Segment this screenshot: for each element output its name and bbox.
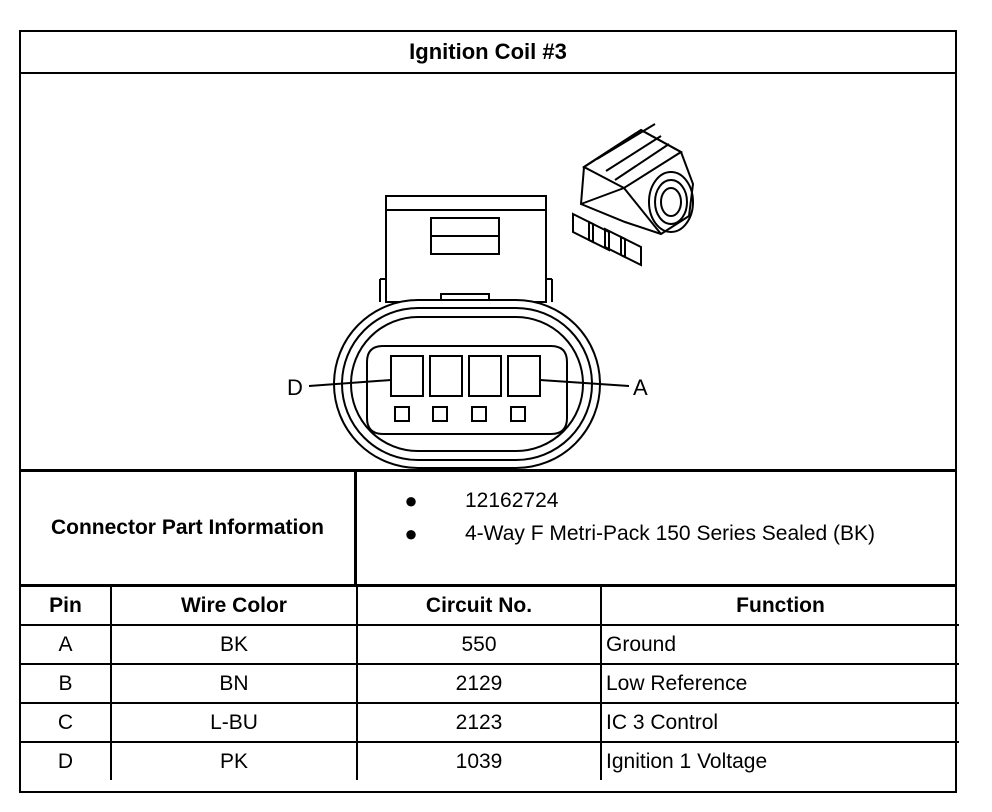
header-function: Function: [600, 587, 959, 626]
connector-description: 4-Way F Metri-Pack 150 Series Sealed (BK…: [465, 521, 876, 545]
wire-color-cell: BN: [110, 663, 358, 704]
connector-illustration: D A: [21, 74, 955, 469]
connector-document: Ignition Coil #3: [19, 30, 959, 793]
wire-color-cell: L-BU: [110, 702, 358, 743]
table-row: C L-BU 2123 IC 3 Control: [21, 702, 959, 743]
connector-drawing: D A: [287, 123, 695, 469]
table-row: D PK 1039 Ignition 1 Voltage: [21, 741, 959, 780]
pinout-table: Pin Wire Color Circuit No. Function A BK…: [21, 587, 959, 780]
bullet-icon: ●: [404, 520, 418, 546]
connector-part-info: Connector Part Information ● 12162724 ● …: [21, 469, 955, 587]
circuit-cell: 550: [356, 624, 602, 665]
header-wire-color: Wire Color: [110, 587, 358, 626]
pin-cell: B: [21, 663, 112, 704]
document-title: Ignition Coil #3: [21, 32, 955, 74]
table-row: A BK 550 Ground: [21, 624, 959, 665]
header-pin: Pin: [21, 587, 112, 626]
function-cell: Ground: [600, 624, 959, 665]
table-header-row: Pin Wire Color Circuit No. Function: [21, 587, 959, 626]
function-cell: Low Reference: [600, 663, 959, 704]
function-cell: IC 3 Control: [600, 702, 959, 743]
circuit-cell: 2123: [356, 702, 602, 743]
part-number: 12162724: [465, 488, 559, 512]
connector-part-info-list: ● 12162724 ● 4-Way F Metri-Pack 150 Seri…: [357, 472, 955, 596]
pin-cell: A: [21, 624, 112, 665]
connector-front-view: [308, 195, 630, 469]
pin-d-leader-line: [308, 379, 392, 387]
part-info-item: ● 12162724: [357, 484, 955, 517]
header-circuit-no: Circuit No.: [356, 587, 602, 626]
bullet-icon: ●: [404, 487, 418, 513]
wire-color-cell: PK: [110, 741, 358, 780]
wire-color-cell: BK: [110, 624, 358, 665]
part-info-item: ● 4-Way F Metri-Pack 150 Series Sealed (…: [357, 517, 955, 550]
pin-d-callout: D: [287, 375, 303, 400]
circuit-cell: 1039: [356, 741, 602, 780]
pin-a-callout: A: [633, 375, 648, 400]
connector-perspective-view: [572, 123, 695, 267]
table-row: B BN 2129 Low Reference: [21, 663, 959, 704]
pin-a-leader-line: [539, 379, 630, 387]
circuit-cell: 2129: [356, 663, 602, 704]
pin-cell: C: [21, 702, 112, 743]
connector-part-info-label: Connector Part Information: [21, 472, 357, 584]
pin-cell: D: [21, 741, 112, 780]
function-cell: Ignition 1 Voltage: [600, 741, 959, 780]
